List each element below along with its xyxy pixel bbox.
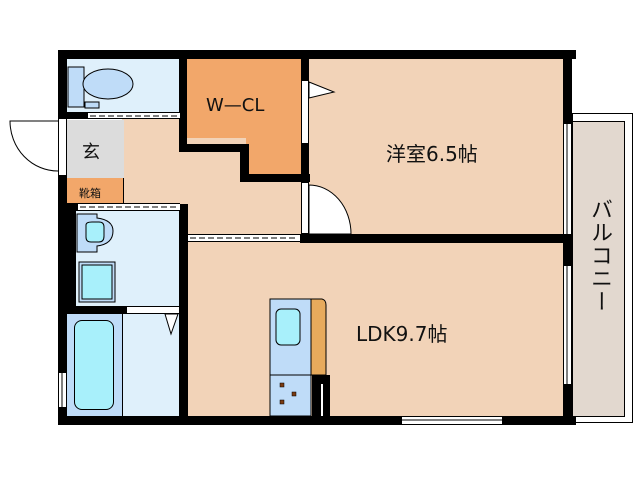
western-room [302,58,568,238]
entrance-door-swing [9,120,59,172]
bath-door-swing [164,313,179,336]
wall-top [58,50,576,59]
wall-left-bottom [58,176,67,425]
wall-left-top [58,50,67,118]
kitchen-icon [269,298,327,417]
wall-bottom [58,416,576,425]
entrance-door-opening[interactable] [58,118,67,176]
genkan [66,120,124,178]
ldk-room [186,242,568,417]
western-door-swing [308,184,352,235]
wall-bath-top [58,306,126,314]
walk-in-closet [186,58,302,138]
washbasin-icon [76,213,114,253]
wall-wcl-bottom2 [240,174,310,182]
sliding-door-toilet[interactable] [88,112,180,119]
wcl-door-swing [308,81,336,99]
door-western-top[interactable] [301,80,309,144]
wall-wash-right [179,204,188,420]
shoe-box-label: 靴箱 [79,187,101,200]
washing-machine-icon [78,261,116,303]
western-room-label: 洋室6.5帖 [386,142,478,166]
wall-wcl-left [179,50,187,152]
wall-wcl-step [240,144,249,182]
wall-wcl-bottom1 [179,144,249,152]
wall-wash-left [66,204,76,312]
toilet-icon [67,66,134,109]
balcony-label: バルコニー [587,198,612,313]
ldk-label: LDK9.7帖 [356,322,448,346]
balcony-floor [572,121,625,417]
wcl-label: W—CL [206,95,265,116]
bath-door[interactable] [126,306,180,314]
entrance-label: 玄 [82,142,100,163]
walk-in-closet-lower [246,138,302,174]
wall-room-divider [300,234,572,243]
bathtub-icon [74,320,114,410]
shoe-box [66,178,124,204]
wall-toilet-bottom [58,112,88,119]
